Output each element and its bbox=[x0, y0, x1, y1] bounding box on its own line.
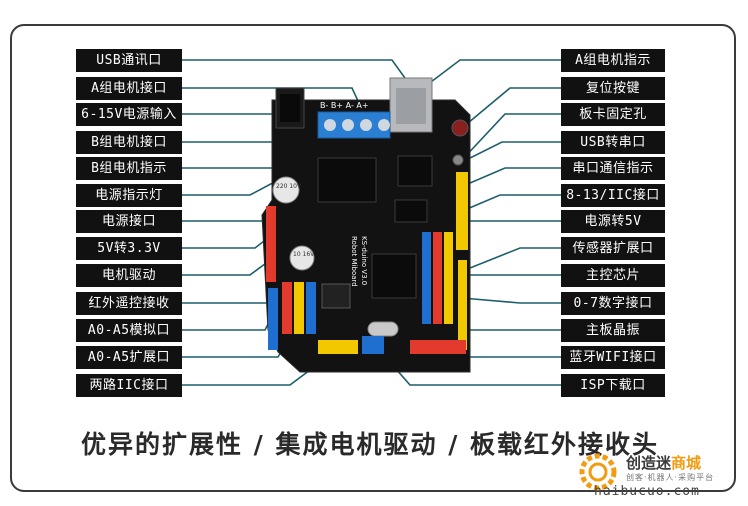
label-bt-wifi: 蓝牙WIFI接口 bbox=[561, 346, 665, 369]
label-sensor-ext: 传感器扩展口 bbox=[561, 237, 665, 260]
label-motor-a-port: A组电机接口 bbox=[76, 77, 182, 100]
line-a0a5-analog bbox=[182, 304, 279, 331]
cap2-label: 10 16V bbox=[293, 251, 315, 258]
label-usb-port: USB通讯口 bbox=[76, 49, 182, 72]
label-digital-0-7: 0-7数字接口 bbox=[561, 292, 665, 315]
line-usb-port bbox=[182, 59, 411, 86]
label-motor-b-port: B组电机接口 bbox=[76, 131, 182, 154]
label-main-chip: 主控芯片 bbox=[561, 264, 665, 287]
feature-caption: 优异的扩展性 / 集成电机驱动 / 板载红外接收头 bbox=[80, 430, 660, 459]
label-power-led: 电源指示灯 bbox=[76, 184, 182, 207]
line-d0-7 bbox=[461, 297, 561, 304]
label-dual-iic: 两路IIC接口 bbox=[76, 374, 182, 397]
terminal-label: B- B+ A- A+ bbox=[320, 101, 369, 110]
line-reset bbox=[461, 87, 561, 129]
label-power-jack: 电源接口 bbox=[76, 210, 182, 233]
label-ir-receiver: 红外遥控接收 bbox=[76, 292, 182, 315]
watermark-name: 创造迷商城 bbox=[626, 454, 702, 472]
label-d8-13-iic: 8-13/IIC接口 bbox=[561, 184, 665, 207]
label-mount-hole: 板卡固定孔 bbox=[561, 103, 665, 126]
label-serial-led: 串口通信指示 bbox=[561, 157, 665, 180]
watermark-subtitle: 创客·机器人·采购平台 bbox=[626, 473, 715, 482]
label-analog-port: A0-A5模拟口 bbox=[76, 319, 182, 342]
gear-logo-icon bbox=[579, 453, 617, 491]
label-motor-b-led: B组电机指示 bbox=[76, 157, 182, 180]
label-power-5v: 电源转5V bbox=[561, 210, 665, 233]
watermark-url: haibucuo.com bbox=[594, 484, 700, 499]
label-isp-port: ISP下载口 bbox=[561, 374, 665, 397]
label-motor-driver: 电机驱动 bbox=[76, 264, 182, 287]
board-model-line1: Robot Miboard bbox=[350, 236, 358, 287]
label-5v-to-3v3: 5V转3.3V bbox=[76, 237, 182, 260]
watermark: 创造迷商城 创客·机器人·采购平台 haibucuo.com bbox=[574, 446, 744, 502]
controller-board: B- B+ A- A+ 220 10V 10 16V Robot Miboard… bbox=[261, 77, 471, 373]
label-power-input: 6-15V电源输入 bbox=[76, 103, 182, 126]
label-usb-serial: USB转串口 bbox=[561, 131, 665, 154]
line-d8-13 bbox=[459, 194, 561, 213]
cap1-label: 220 10V bbox=[276, 183, 302, 190]
label-motor-a-led: A组电机指示 bbox=[561, 49, 665, 72]
board-model-line2: KS-duino V3.0 bbox=[360, 236, 368, 285]
label-crystal: 主板晶振 bbox=[561, 319, 665, 342]
line-mount-hole bbox=[461, 113, 561, 161]
label-reset-button: 复位按键 bbox=[561, 77, 665, 100]
line-sensor-ext bbox=[459, 247, 561, 273]
line-power-led bbox=[182, 177, 283, 196]
label-analog-ext: A0-A5扩展口 bbox=[76, 346, 182, 369]
